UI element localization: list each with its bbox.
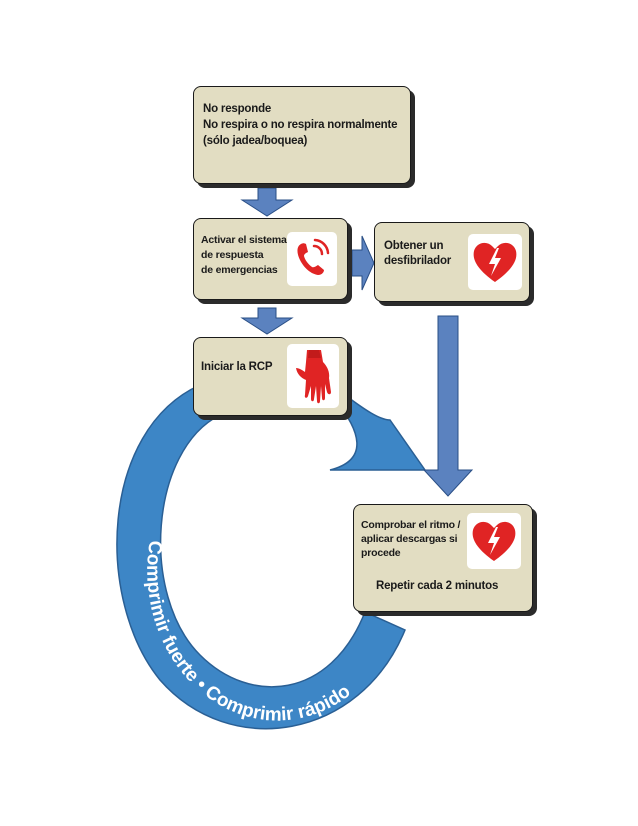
phone-icon (287, 232, 337, 286)
box-no-responde-line: No respira o no respira normalmente (203, 119, 398, 131)
heart-bolt-icon (468, 234, 522, 290)
arrow-down-long (422, 315, 474, 497)
box-iniciar-rcp-line: Iniciar la RCP (201, 361, 273, 373)
box-comprobar-text: Comprobar el ritmo / aplicar descargas s… (361, 518, 460, 560)
box-activar-sistema: Activar el sistema de respuesta de emerg… (193, 218, 348, 300)
arrow-down-2 (240, 307, 294, 335)
box-no-responde-line: No responde (203, 103, 272, 115)
hands-icon (287, 344, 339, 408)
arrow-right (351, 235, 375, 291)
box-activar-line: Activar el sistema (201, 234, 287, 246)
box-activar-sistema-text: Activar el sistema de respuesta de emerg… (201, 233, 287, 278)
box-no-responde-line: (sólo jadea/boquea) (203, 135, 308, 147)
box-iniciar-rcp: Iniciar la RCP (193, 337, 348, 416)
box-no-responde: No responde No respira o no respira norm… (193, 86, 411, 184)
box-iniciar-rcp-text: Iniciar la RCP (201, 360, 273, 375)
cycle-ring (116, 384, 406, 730)
box-desfibrilador-text: Obtener un desfibrilador (384, 239, 451, 269)
box-desfibrilador-line: Obtener un (384, 240, 444, 252)
box-no-responde-text: No responde No respira o no respira norm… (203, 101, 398, 149)
box-activar-line: de respuesta (201, 249, 264, 261)
repeat-text: Repetir cada 2 minutos (376, 580, 499, 592)
arrow-down-1 (240, 187, 294, 217)
box-desfibrilador-line: desfibrilador (384, 255, 452, 267)
box-activar-line: de emergencias (201, 264, 278, 276)
box-desfibrilador: Obtener un desfibrilador (374, 222, 530, 302)
box-comprobar-ritmo: Comprobar el ritmo / aplicar descargas s… (353, 504, 533, 612)
cycle-arrow (329, 394, 427, 471)
heart-bolt-icon (467, 513, 521, 569)
box-comprobar-line: aplicar descargas si (361, 533, 458, 545)
box-comprobar-line: Comprobar el ritmo / (361, 519, 461, 531)
box-comprobar-line: procede (361, 547, 401, 559)
